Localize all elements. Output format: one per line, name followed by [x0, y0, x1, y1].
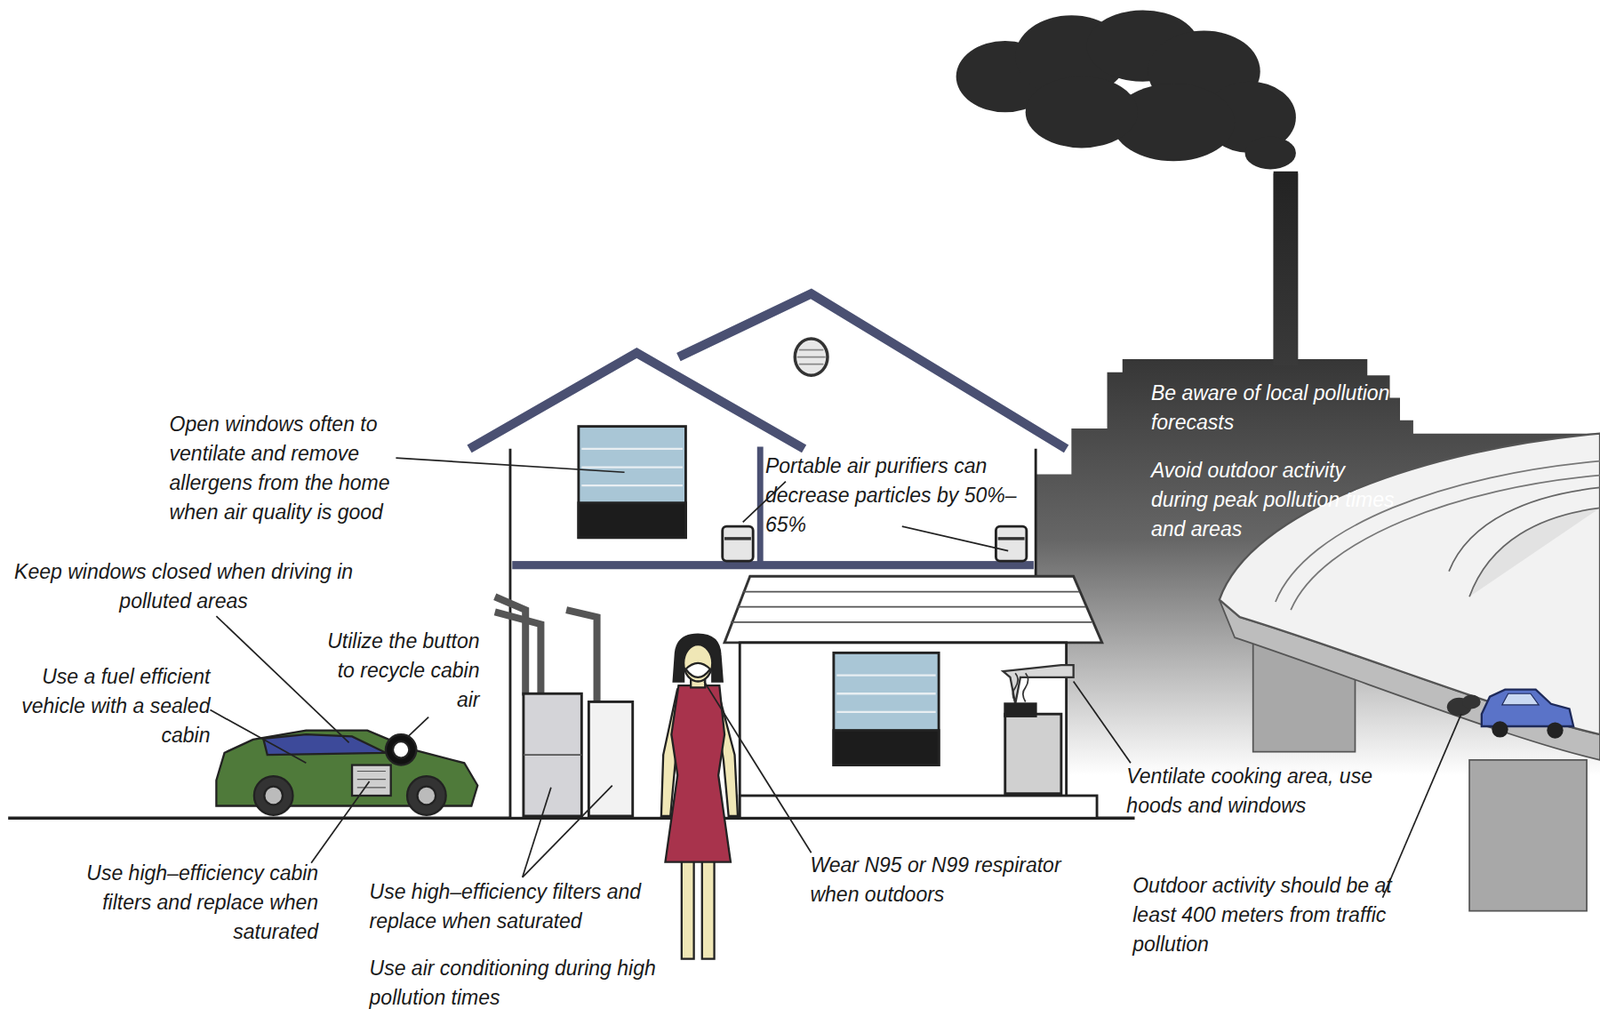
- woman-with-respirator: [661, 634, 738, 960]
- note-text: Use a fuel efficient vehicle with a seal…: [6, 662, 211, 751]
- note-text: Utilize the button to recycle cabin air: [324, 626, 480, 715]
- factory-silhouette: [1035, 173, 1600, 818]
- note-text: Use high–efficiency cabin filters and re…: [50, 858, 319, 947]
- note-text: Be aware of local pollution forecasts: [1151, 378, 1401, 438]
- note-text: Portable air purifiers can decrease part…: [765, 451, 1033, 540]
- note-text: Avoid outdoor activity during peak pollu…: [1151, 456, 1407, 544]
- leader-lines: [209, 457, 1461, 898]
- note-text: Keep windows closed when driving in poll…: [9, 557, 357, 616]
- note-text: Use high–efficiency filters and replace …: [369, 877, 676, 936]
- note-text: Use air conditioning during high polluti…: [369, 953, 676, 1013]
- chimney: [1273, 171, 1299, 366]
- polluting-car: [1447, 689, 1574, 739]
- note-text: Wear N95 or N99 respirator when outdoors: [809, 850, 1106, 910]
- note-text: Ventilate cooking area, use hoods and wi…: [1126, 761, 1394, 821]
- note-text: Outdoor activity should be at least 400 …: [1132, 871, 1400, 960]
- green-car: [216, 730, 478, 816]
- house: [469, 293, 1103, 818]
- smoke-cloud: [956, 9, 1296, 169]
- note-text: Open windows often to ventilate and remo…: [169, 409, 444, 528]
